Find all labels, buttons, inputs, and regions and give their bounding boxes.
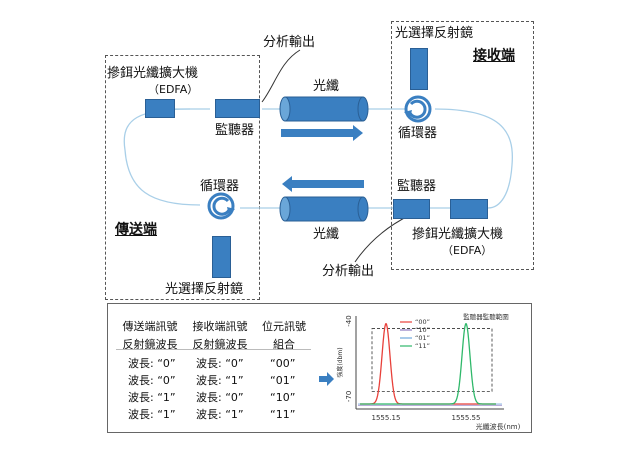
x-axis-label: 光纖波長(nm) <box>476 422 521 431</box>
legend-label: “01” <box>415 334 430 342</box>
arrow-left <box>282 176 364 192</box>
monitor-range-label: 監聽器監聽範圍 <box>463 312 509 321</box>
receiver-box <box>391 21 534 270</box>
circulator-right-label: 循環器 <box>398 126 438 141</box>
header-receiver: 接收端訊號 反射鏡波長 <box>190 318 250 352</box>
fiber-link-diagram: 分析輸出 摻鉺光纖擴大機 （EDFA） 監聽器 光纖 光選擇反射鏡 接收端 循環… <box>105 21 534 300</box>
header-bits: 位元訊號 組合 <box>256 318 312 352</box>
sender-label: 傳送端 <box>115 222 157 238</box>
header-receiver-line1: 接收端訊號 <box>192 320 248 333</box>
table-cell: 波長: “0” <box>196 357 244 370</box>
table-cell: “11” <box>270 408 296 421</box>
table-row: 波長: “0” 波長: “1” “01” <box>108 373 318 389</box>
table-header-divider <box>116 349 311 350</box>
header-sender-line1: 傳送端訊號 <box>122 320 178 333</box>
y-axis-label: 強度(dbm) <box>336 347 344 377</box>
fiber-cylinder-top <box>279 96 369 122</box>
edfa-top-sub-label: （EDFA） <box>148 83 199 96</box>
legend-label: “10” <box>415 326 430 334</box>
table-cell: 波長: “1” <box>196 374 244 387</box>
header-bits-line2: 組合 <box>273 338 295 351</box>
encoding-panel: 傳送端訊號 反射鏡波長 接收端訊號 反射鏡波長 位元訊號 組合 波長: “0” … <box>107 303 532 433</box>
arrow-right-icon <box>319 372 334 386</box>
tap-line-bottom <box>354 214 411 263</box>
y-tick-label: -40 <box>345 315 353 326</box>
header-sender: 傳送端訊號 反射鏡波長 <box>120 318 180 352</box>
monitor-top-block <box>215 99 260 118</box>
table-cell: 波長: “0” <box>128 357 176 370</box>
fiber-cylinder-bottom <box>279 196 369 222</box>
table-row: 波長: “1” 波長: “1” “11” <box>108 407 318 423</box>
tap-line-top <box>261 49 301 103</box>
monitor-top-label: 監聽器 <box>215 123 255 138</box>
top-fiber-path <box>123 108 201 206</box>
spectrum-chart: -40 -70 1555.15 1555.55 強度(dbm) 光纖波長(nm) 監聽器監聽… <box>336 312 521 431</box>
edfa-top-block <box>145 99 175 118</box>
table-cell: 波長: “1” <box>196 408 244 421</box>
series-line-11 <box>360 323 496 405</box>
table-cell: 波長: “1” <box>128 391 176 404</box>
legend-label: “11” <box>415 342 430 350</box>
table-row: 波長: “0” 波長: “0” “00” <box>108 356 318 372</box>
reflector-bottom-label: 光選擇反射鏡 <box>165 282 244 297</box>
table-cell: 波長: “1” <box>128 408 176 421</box>
y-tick-label: -70 <box>345 391 353 402</box>
diagram-lines <box>123 49 514 263</box>
tap-bottom-label: 分析輸出 <box>322 264 375 279</box>
edfa-bottom-sub-label: （EDFA） <box>442 244 493 257</box>
fiber-bottom-label: 光纖 <box>313 227 340 242</box>
circulator-left-icon <box>207 192 235 220</box>
header-bits-line1: 位元訊號 <box>262 320 306 333</box>
edfa-bottom-label: 摻鉺光纖擴大機 <box>412 227 504 242</box>
table-cell: “00” <box>270 357 296 370</box>
monitor-bottom-block <box>393 199 430 219</box>
table-cell: 波長: “0” <box>196 391 244 404</box>
edfa-bottom-block <box>450 199 488 219</box>
monitor-bottom-label: 監聽器 <box>397 179 437 194</box>
receiver-loop-path <box>434 108 514 209</box>
circulator-right-icon <box>404 95 432 123</box>
circulator-left-label: 循環器 <box>200 179 240 194</box>
header-sender-line2: 反射鏡波長 <box>122 338 178 351</box>
monitor-range-box <box>371 328 493 392</box>
table-cell: “01” <box>270 374 296 387</box>
table-cell: 波長: “0” <box>128 374 176 387</box>
table-cell: “10” <box>270 391 296 404</box>
arrow-right <box>281 125 363 141</box>
fiber-top-label: 光纖 <box>313 79 340 94</box>
edfa-top-label: 摻鉺光纖擴大機 <box>107 66 199 81</box>
sender-box <box>105 55 260 300</box>
tap-top-label: 分析輸出 <box>263 35 316 50</box>
reflector-top-label: 光選擇反射鏡 <box>395 26 474 41</box>
legend-label: “00” <box>415 318 430 326</box>
x-tick-label: 1555.15 <box>372 414 401 422</box>
reflector-bottom-block <box>212 236 231 278</box>
bit-table: 傳送端訊號 反射鏡波長 接收端訊號 反射鏡波長 位元訊號 組合 波長: “0” … <box>108 304 318 432</box>
x-tick-label: 1555.55 <box>452 414 481 422</box>
header-receiver-line2: 反射鏡波長 <box>192 338 248 351</box>
table-row: 波長: “1” 波長: “0” “10” <box>108 390 318 406</box>
receiver-label: 接收端 <box>473 48 515 64</box>
reflector-top-block <box>410 48 428 90</box>
